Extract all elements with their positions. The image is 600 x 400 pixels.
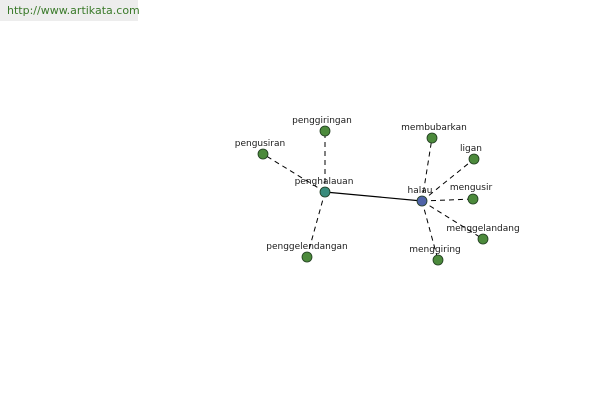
- edge-penghalauan-penggelendangan: [306, 191, 326, 258]
- edge-halau-ligan: [421, 158, 475, 202]
- node-membubarkan[interactable]: [426, 132, 438, 144]
- node-label-menggelandang[interactable]: menggelandang: [446, 224, 519, 234]
- node-penggiringan[interactable]: [319, 125, 331, 137]
- node-label-pengusiran[interactable]: pengusiran: [235, 139, 285, 149]
- edge-halau-mengusir: [421, 198, 474, 202]
- nodes-layer: [257, 125, 489, 266]
- node-label-menggiring[interactable]: menggiring: [409, 245, 461, 255]
- source-link[interactable]: http://www.artikata.com: [7, 4, 140, 17]
- edge-halau-menggiring: [421, 200, 439, 261]
- edge-penghalauan-pengusiran: [262, 153, 326, 193]
- node-ligan[interactable]: [468, 153, 480, 165]
- node-menggelandang[interactable]: [477, 233, 489, 245]
- node-label-penggiringan[interactable]: penggiringan: [292, 116, 352, 126]
- node-mengusir[interactable]: [467, 193, 479, 205]
- edges-layer: [262, 131, 484, 261]
- edge-halau-menggelandang: [421, 200, 484, 240]
- node-penggelendangan[interactable]: [301, 251, 313, 263]
- edge-halau-membubarkan: [421, 137, 433, 202]
- node-pengusiran[interactable]: [257, 148, 269, 160]
- source-banner: http://www.artikata.com: [0, 0, 140, 21]
- node-label-mengusir[interactable]: mengusir: [450, 183, 493, 193]
- node-label-penggelendangan[interactable]: penggelendangan: [266, 242, 348, 252]
- node-label-halau[interactable]: halau: [408, 186, 433, 196]
- labels-layer: halau penghalauan penggiringan pengusiran pe…: [235, 116, 520, 255]
- node-penghalauan[interactable]: [319, 186, 331, 198]
- node-menggiring[interactable]: [432, 254, 444, 266]
- node-label-ligan[interactable]: ligan: [460, 144, 482, 154]
- edge-halau-penghalauan: [324, 191, 423, 202]
- node-halau[interactable]: [416, 195, 428, 207]
- node-label-penghalauan[interactable]: penghalauan: [295, 177, 354, 187]
- node-label-membubarkan[interactable]: membubarkan: [401, 123, 467, 133]
